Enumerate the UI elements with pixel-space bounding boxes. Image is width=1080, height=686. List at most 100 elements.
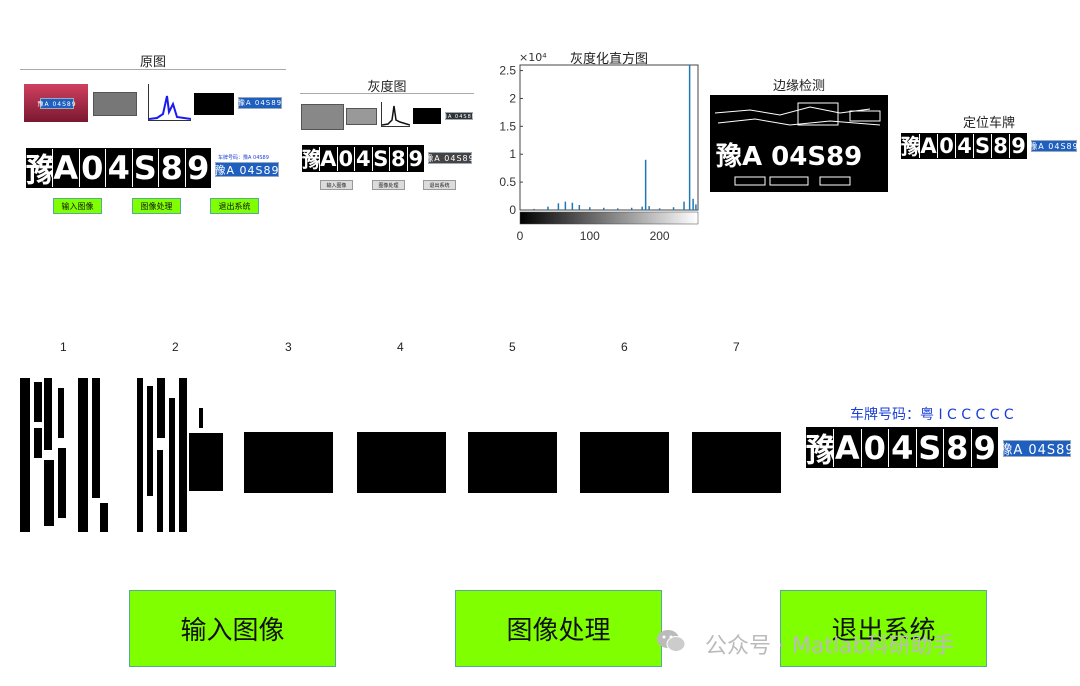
original-car-thumb: 豫A 04S89 xyxy=(24,84,88,122)
edge-chars: 豫A 04S89 xyxy=(716,142,862,172)
result-char-2: A xyxy=(833,428,861,467)
wechat-icon-svg xyxy=(657,630,686,652)
exit-system-button[interactable]: 退出系统 xyxy=(780,590,987,667)
result-char-1: 豫 xyxy=(805,427,838,468)
histogram-y-tick-label: 1 xyxy=(509,147,516,161)
gray-char-2: A xyxy=(319,146,337,171)
segment-image-5 xyxy=(468,432,557,493)
edge-image: 豫A 04S89 xyxy=(710,95,888,192)
gray-locate-plate: 豫A 04S89 xyxy=(442,112,476,120)
gray-exit-button[interactable]: 退出系统 xyxy=(423,180,456,190)
segment-image-2-svg xyxy=(137,378,223,532)
gray-char-3: 0 xyxy=(336,146,354,171)
result-label: 车牌号码：粤 I C C C C C xyxy=(850,407,1014,423)
segment-image-4 xyxy=(357,432,446,493)
histogram-y-tick-label: 0 xyxy=(509,203,516,217)
original-char-7: 9 xyxy=(184,149,211,187)
original-car-plate: 豫A 04S89 xyxy=(37,98,76,109)
segment-image-1-svg xyxy=(20,378,108,532)
segment-label-1: 1 xyxy=(60,340,67,354)
gray-big-chars: 豫 A 0 4 S 8 9 xyxy=(301,145,424,172)
gray-gray-thumb xyxy=(346,108,377,125)
gray-car-thumb xyxy=(301,104,344,130)
original-hist-thumb-svg xyxy=(148,95,192,120)
locate-char-6: 8 xyxy=(991,134,1009,158)
segment-label-3: 3 xyxy=(285,340,292,354)
original-hist-thumb xyxy=(148,84,192,121)
result-plate: 豫A 04S89 xyxy=(999,440,1074,458)
original-exit-button[interactable]: 退出系统 xyxy=(210,198,259,214)
edge-title: 边缘检测 xyxy=(772,79,825,94)
original-process-button[interactable]: 图像处理 xyxy=(132,198,181,214)
gray-title: 灰度图 xyxy=(367,80,407,95)
gray-char-5: S xyxy=(371,146,389,171)
histogram-colorbar xyxy=(519,211,699,225)
gray-process-button[interactable]: 图像处理 xyxy=(372,180,405,190)
histogram-x-tick-label: 100 xyxy=(580,229,600,243)
process-image-button[interactable]: 图像处理 xyxy=(455,590,662,667)
original-char-4: 4 xyxy=(105,149,132,187)
original-title: 原图 xyxy=(139,55,166,70)
result-char-3: 0 xyxy=(860,428,888,467)
original-result-label: 车牌号码：豫A 04S89 xyxy=(218,155,269,161)
segment-image-2 xyxy=(137,378,223,532)
gray-input-button[interactable]: 输入图像 xyxy=(320,180,353,190)
gray-char-6: 8 xyxy=(389,146,407,171)
segment-label-2: 2 xyxy=(172,340,179,354)
result-char-5: S xyxy=(915,428,943,467)
histogram-exponent: ×10⁴ xyxy=(519,51,547,64)
original-char-5: S xyxy=(131,149,158,187)
locate-char-2: A xyxy=(919,134,937,158)
segment-image-7 xyxy=(692,432,781,493)
gray-result-plate: 豫A 04S89 xyxy=(425,152,475,164)
original-big-chars: 豫 A 0 4 S 8 9 xyxy=(25,148,211,188)
segment-image-3 xyxy=(244,432,333,493)
original-gray-thumb xyxy=(93,92,137,116)
locate-char-7: 9 xyxy=(1009,134,1027,158)
gray-edge-thumb xyxy=(413,108,441,124)
histogram-x-tick-label: 200 xyxy=(650,229,670,243)
original-result-plate: 豫A 04S89 xyxy=(214,162,280,177)
gray-hist-thumb xyxy=(381,102,411,127)
segment-label-4: 4 xyxy=(397,340,404,354)
segment-image-6 xyxy=(580,432,669,493)
result-char-7: 9 xyxy=(970,428,998,467)
original-edge-thumb xyxy=(194,93,234,115)
locate-plate: 豫A 04S89 xyxy=(1029,140,1079,152)
original-char-6: 8 xyxy=(158,149,185,187)
result-char-6: 8 xyxy=(943,428,971,467)
histogram-x-tick-label: 0 xyxy=(517,229,524,243)
histogram-axes-box xyxy=(519,64,699,211)
locate-big-chars: 豫 A 0 4 S 8 9 xyxy=(900,133,1027,159)
gray-hist-thumb-svg xyxy=(381,105,411,126)
original-locate-plate: 豫A 04S89 xyxy=(237,97,283,109)
watermark-text: 公众号 · Matlab科研助手 xyxy=(705,634,955,659)
result-char-4: 4 xyxy=(888,428,916,467)
original-char-1: 豫 xyxy=(25,148,58,188)
input-image-button[interactable]: 输入图像 xyxy=(129,590,336,667)
original-divider xyxy=(20,69,286,70)
gray-char-7: 9 xyxy=(406,146,424,171)
locate-char-3: 0 xyxy=(937,134,955,158)
original-char-3: 0 xyxy=(78,149,105,187)
histogram-y-tick-label: 2.5 xyxy=(499,64,516,78)
segment-label-5: 5 xyxy=(509,340,516,354)
result-big-chars: 豫 A 0 4 S 8 9 xyxy=(805,427,998,468)
original-char-2: A xyxy=(52,149,79,187)
histogram-y-tick-label: 1.5 xyxy=(499,119,516,133)
segment-label-6: 6 xyxy=(621,340,628,354)
segment-label-7: 7 xyxy=(733,340,740,354)
original-input-button[interactable]: 输入图像 xyxy=(53,198,102,214)
locate-title: 定位车牌 xyxy=(962,116,1015,131)
locate-char-4: 4 xyxy=(955,134,973,158)
locate-char-5: S xyxy=(973,134,991,158)
wechat-icon xyxy=(656,628,686,654)
segment-image-1 xyxy=(20,378,108,532)
histogram-title: 灰度化直方图 xyxy=(569,52,648,67)
histogram-y-tick-label: 0.5 xyxy=(499,175,516,189)
gray-divider xyxy=(300,93,474,94)
locate-char-1: 豫 xyxy=(900,133,922,159)
gray-char-4: 4 xyxy=(354,146,372,171)
gray-char-1: 豫 xyxy=(301,145,323,172)
